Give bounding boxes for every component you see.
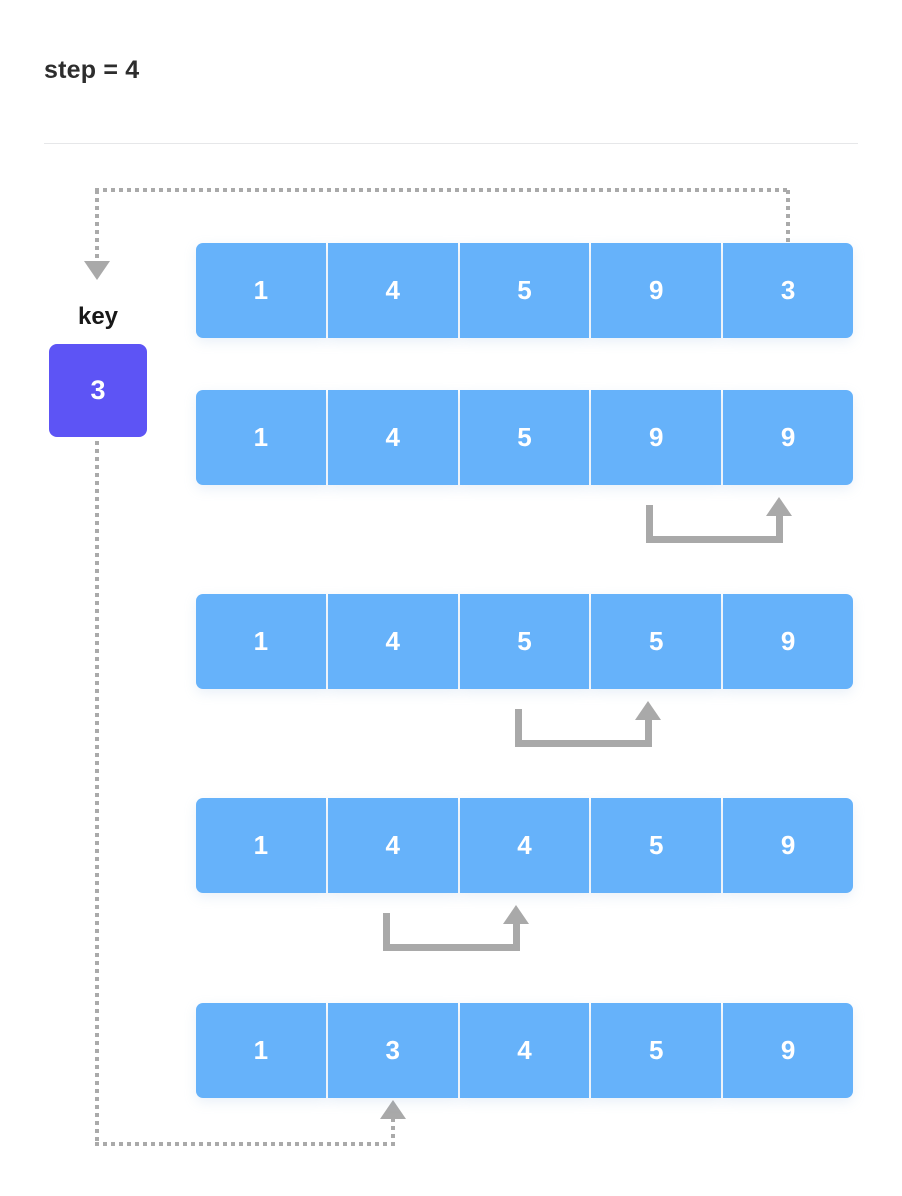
array-row: 1 4 5 9 3: [196, 243, 853, 338]
shift-arrow-bottom-segment: [383, 944, 520, 951]
array-cell: 4: [327, 798, 458, 893]
array-cell: 3: [723, 243, 853, 338]
shift-arrow-row4: [383, 905, 529, 957]
array-cell: 5: [591, 594, 722, 689]
array-cell: 4: [459, 798, 590, 893]
key-insert-arrowhead-up-icon: [380, 1100, 406, 1119]
shift-arrow-head-icon: [503, 905, 529, 924]
shift-arrow-bottom-segment: [515, 740, 652, 747]
array-cell: 5: [591, 1003, 722, 1098]
array-cell: 5: [459, 243, 590, 338]
array-row: 1 4 4 5 9: [196, 798, 853, 893]
header-divider: [44, 143, 858, 144]
shift-arrow-left-segment: [515, 709, 522, 747]
array-cell: 4: [327, 594, 458, 689]
array-cell: 4: [459, 1003, 590, 1098]
key-label: key: [77, 303, 119, 330]
array-cell: 9: [591, 390, 722, 485]
key-insert-dotted-horizontal-bottom: [95, 1142, 395, 1146]
array-cell: 1: [196, 798, 326, 893]
array-cell: 1: [196, 594, 326, 689]
array-row: 1 4 5 5 9: [196, 594, 853, 689]
shift-arrow-bottom-segment: [646, 536, 783, 543]
key-insert-dotted-vertical-left: [95, 441, 99, 1146]
array-cell: 1: [196, 390, 326, 485]
array-cell: 9: [723, 1003, 853, 1098]
array-cell: 5: [591, 798, 722, 893]
array-cell: 1: [196, 1003, 326, 1098]
array-cell: 9: [723, 594, 853, 689]
key-arrowhead-down-icon: [84, 261, 110, 280]
array-cell: 9: [723, 390, 853, 485]
key-value-box: 3: [49, 344, 147, 437]
shift-arrow-right-segment: [645, 719, 652, 743]
key-source-dotted-vertical-left: [95, 190, 99, 262]
key-insert-dotted-vertical-right: [391, 1118, 395, 1146]
array-cell: 4: [327, 243, 458, 338]
shift-arrow-row2: [646, 497, 792, 549]
shift-arrow-right-segment: [513, 923, 520, 947]
array-row: 1 3 4 5 9: [196, 1003, 853, 1098]
array-cell: 9: [591, 243, 722, 338]
shift-arrow-head-icon: [766, 497, 792, 516]
array-cell: 3: [327, 1003, 458, 1098]
array-cell: 4: [327, 390, 458, 485]
shift-arrow-right-segment: [776, 515, 783, 539]
array-row: 1 4 5 9 9: [196, 390, 853, 485]
key-source-dotted-horizontal-top: [95, 188, 790, 192]
shift-arrow-row3: [515, 701, 661, 753]
array-cell: 5: [459, 390, 590, 485]
shift-arrow-head-icon: [635, 701, 661, 720]
array-cell: 9: [723, 798, 853, 893]
shift-arrow-left-segment: [646, 505, 653, 543]
array-cell: 5: [459, 594, 590, 689]
array-cell: 1: [196, 243, 326, 338]
key-source-dotted-vertical-right: [786, 190, 790, 242]
page-title: step = 4: [44, 56, 140, 84]
shift-arrow-left-segment: [383, 913, 390, 951]
